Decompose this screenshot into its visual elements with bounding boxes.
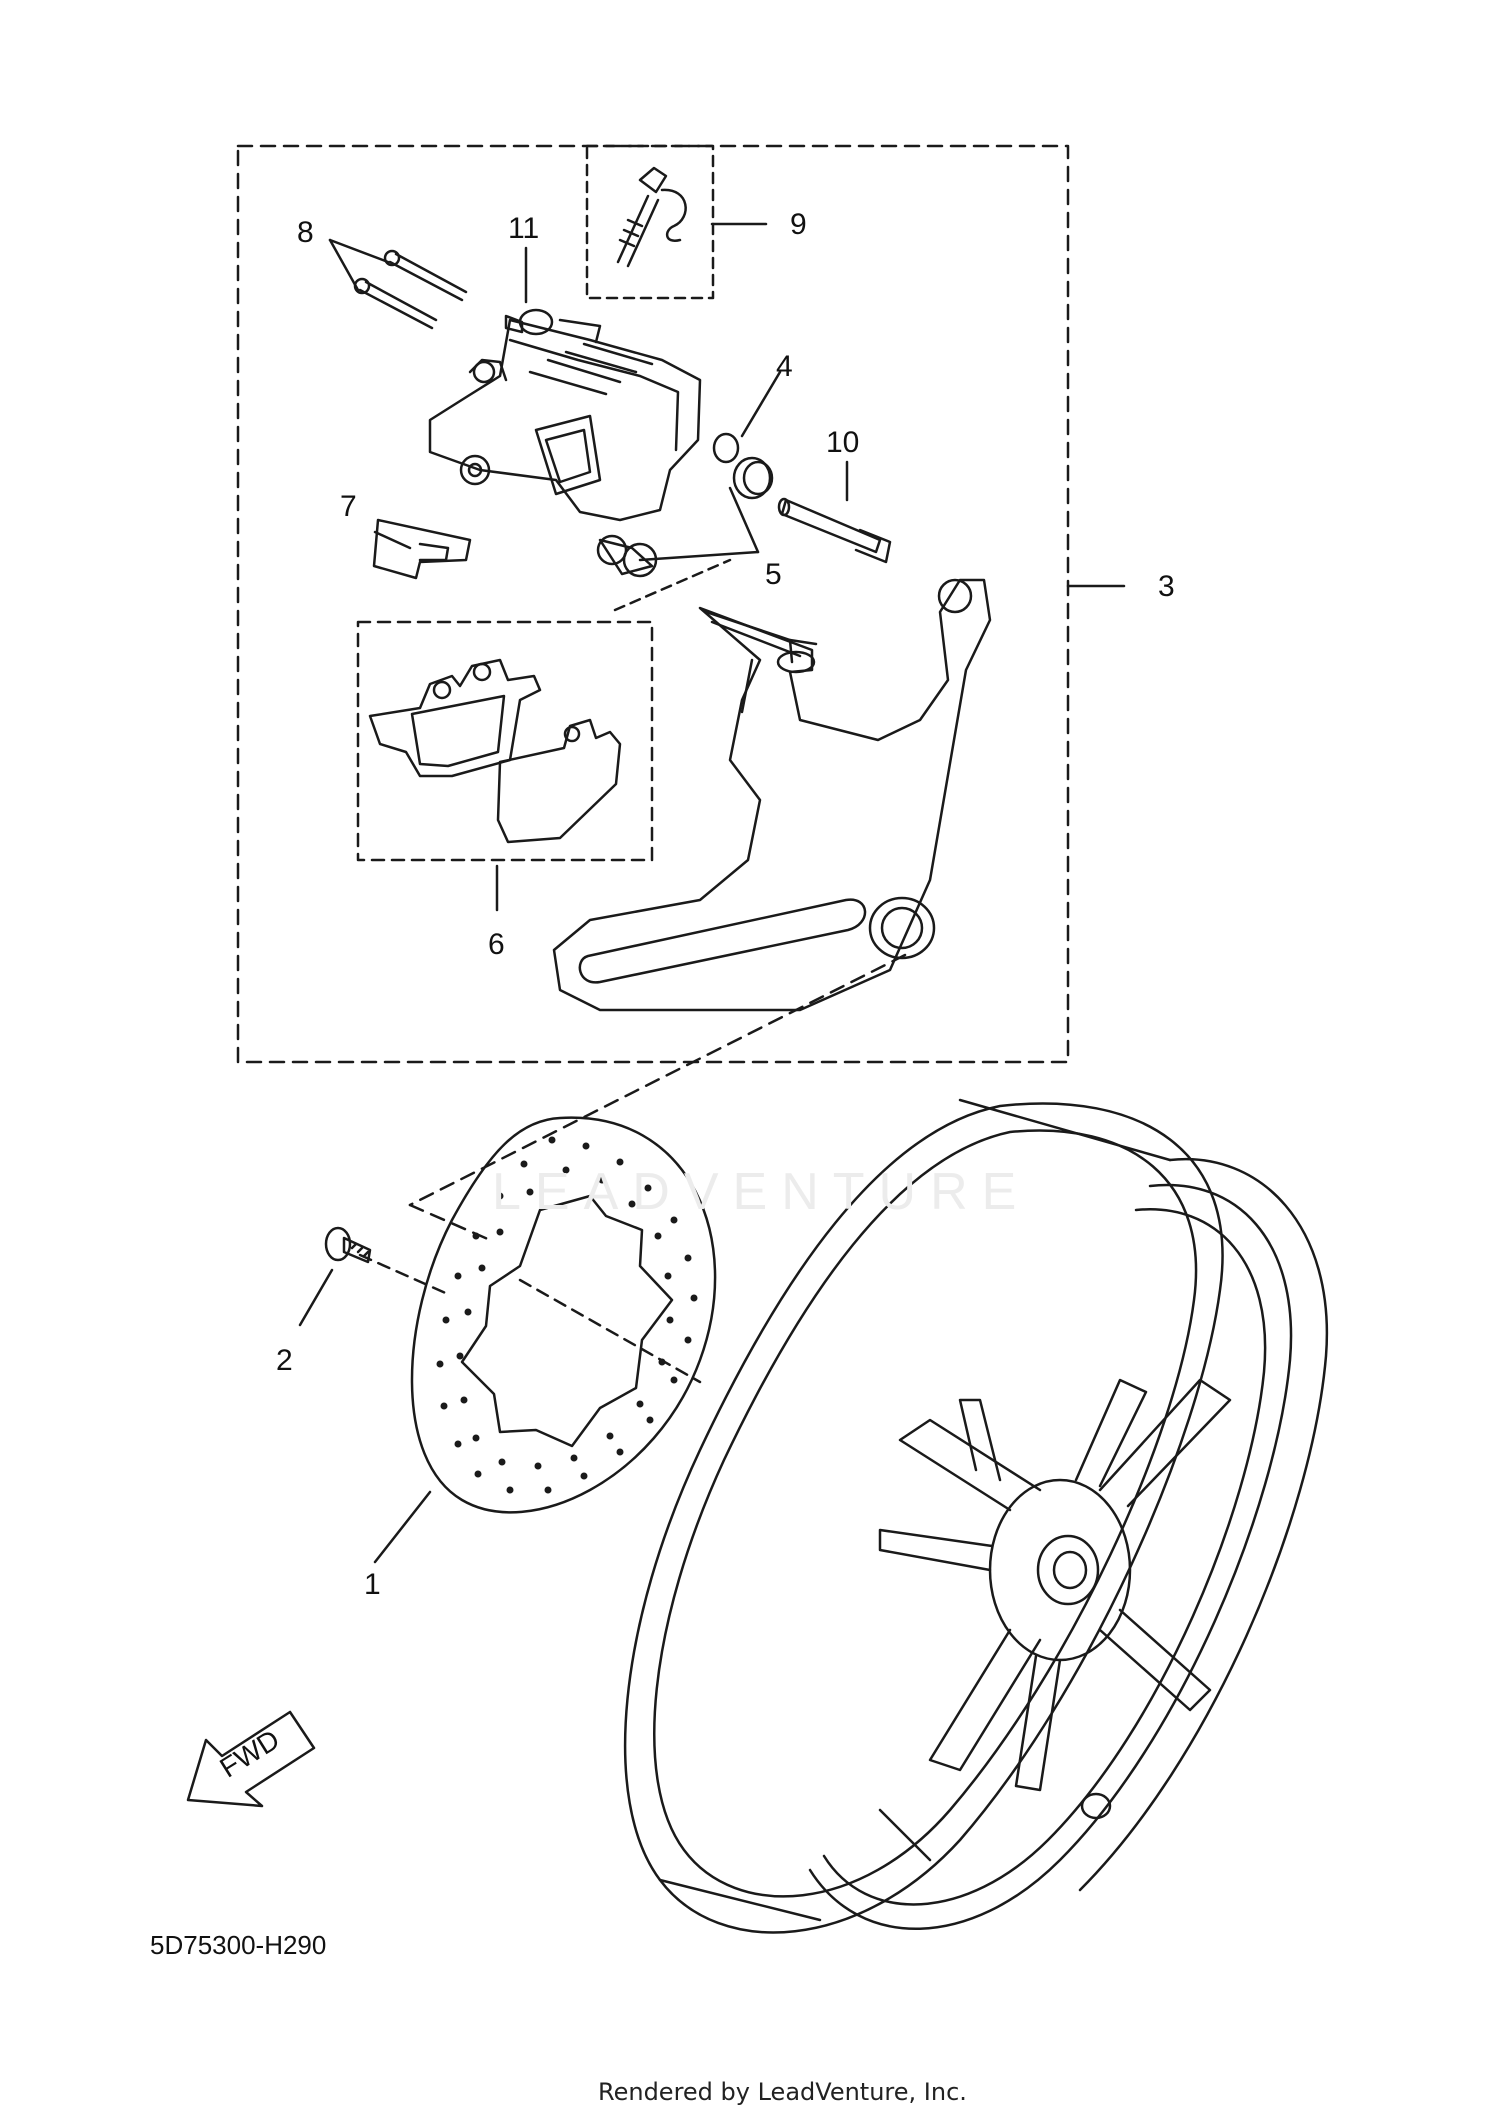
callout-6: 6 [488,928,505,961]
callout-4: 4 [776,350,793,383]
callout-3: 3 [1158,570,1175,603]
caliper-body [428,318,702,522]
callout-8: 8 [297,216,314,249]
pad-spring [372,518,472,580]
caliper-bracket [552,578,992,1012]
callout-11: 11 [508,212,540,245]
brake-pads [368,658,622,844]
callout-10: 10 [826,426,860,459]
callout-9: 9 [790,208,807,241]
brake-disc [410,1116,717,1514]
callout-2: 2 [276,1344,293,1377]
bleed-screw [616,166,687,268]
brake-pad-box [356,620,654,862]
boots [596,432,774,578]
disc-bolt [324,1226,372,1264]
caliper-pins [353,249,468,330]
callout-5: 5 [765,558,782,591]
diagram-code: 5D75300-H290 [150,1930,327,1960]
callout-7: 7 [340,490,357,523]
fwd-arrow [186,1710,316,1808]
callout-1: 1 [364,1568,381,1601]
guide-pin [777,497,892,564]
render-credit: Rendered by LeadVenture, Inc. [598,2078,967,2106]
caliper-assembly-box [236,144,1070,1064]
wheel [623,1098,1329,1934]
bleed-screw-box [585,144,715,300]
watermark: LEADVENTURE [492,1163,1031,1221]
